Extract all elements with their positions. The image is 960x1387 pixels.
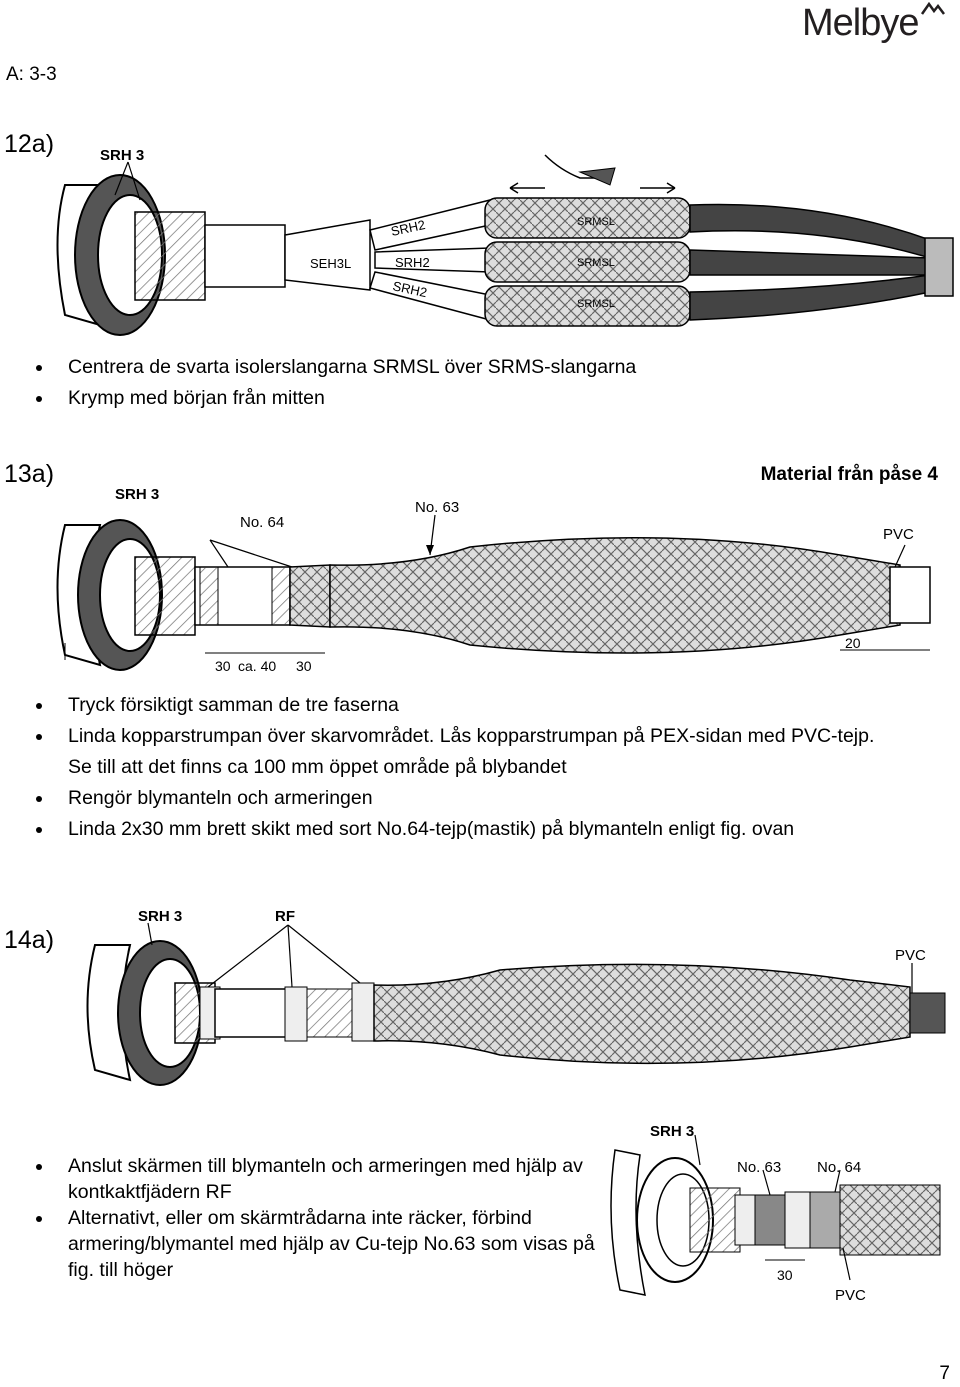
list-item: Tryck försiktigt samman de tre faserna — [0, 690, 900, 721]
bullet-icon — [36, 827, 42, 833]
figure-12a: SRH 3 SEH3L SRH2 SRH2 SRH2 SRMSL SRMSL S… — [56, 147, 954, 336]
logo-mark-icon — [920, 2, 945, 15]
label-srh2-bottom: SRH2 — [391, 278, 428, 300]
bullet-icon — [36, 796, 42, 802]
label-rf: RF — [275, 908, 295, 925]
label-no63: No. 63 — [415, 499, 459, 516]
label-pvc: PVC — [883, 526, 914, 543]
brand-name: Melbye — [802, 2, 919, 44]
list-item: Anslut skärmen till blymanteln och armer… — [0, 1153, 600, 1205]
label-srmsl-3: SRMSL — [577, 298, 615, 310]
dim-30: 30 — [777, 1267, 793, 1283]
list-item: Krymp med början från mitten — [0, 383, 940, 414]
label-pvc: PVC — [835, 1287, 866, 1304]
bullet-icon — [36, 365, 42, 371]
step-14a-label: 14a) — [4, 926, 55, 954]
list-item: Centrera de svarta isolerslangarna SRMSL… — [0, 352, 940, 383]
list-item: Linda 2x30 mm brett skikt med sort No.64… — [0, 814, 900, 845]
dim-30-left: 30 — [215, 658, 231, 674]
label-no64: No. 64 — [817, 1159, 861, 1176]
list-item: Linda kopparstrumpan över skarvområdet. … — [0, 721, 900, 783]
bullet-icon — [36, 1164, 42, 1170]
dim-ca40: ca. 40 — [238, 658, 276, 674]
label-no63: No. 63 — [737, 1159, 781, 1176]
label-srh3: SRH 3 — [100, 147, 144, 164]
label-seh3l: SEH3L — [310, 256, 351, 271]
page-number: 7 — [939, 1363, 950, 1384]
step-12a-bullets: Centrera de svarta isolerslangarna SRMSL… — [0, 352, 940, 414]
label-no64: No. 64 — [240, 514, 284, 531]
label-srh3: SRH 3 — [650, 1123, 694, 1140]
material-note: Material från påse 4 — [760, 464, 938, 485]
dim-20: 20 — [845, 635, 861, 651]
bullet-icon — [36, 1216, 42, 1222]
figure-14a: SRH 3 RF PVC — [86, 908, 946, 1086]
label-srh3: SRH 3 — [138, 908, 182, 925]
figure-13a: SRH 3 No. 64 No. 63 PVC 30 ca. 40 30 20 — [56, 486, 931, 674]
figure-14a-detail: SRH 3 No. 63 No. 64 30 PVC — [610, 1123, 941, 1304]
label-srh3: SRH 3 — [115, 486, 159, 503]
label-srh2-mid: SRH2 — [395, 255, 430, 270]
melbye-logo: Melbye — [802, 0, 952, 50]
step-13a-label: 13a) — [4, 460, 55, 488]
dim-30-right: 30 — [296, 658, 312, 674]
label-srmsl-2: SRMSL — [577, 257, 615, 269]
document-reference: A: 3-3 — [6, 64, 57, 85]
step-12a-label: 12a) — [4, 130, 55, 158]
label-srmsl-1: SRMSL — [577, 216, 615, 228]
bullet-icon — [36, 703, 42, 709]
step-13a-bullets: Tryck försiktigt samman de tre faserna L… — [0, 690, 900, 845]
list-item: Alternativt, eller om skärmtrådarna inte… — [0, 1205, 600, 1283]
step-14a-bullets: Anslut skärmen till blymanteln och armer… — [0, 1153, 600, 1283]
label-srh2-top: SRH2 — [390, 217, 427, 239]
label-pvc: PVC — [895, 947, 926, 964]
bullet-icon — [36, 396, 42, 402]
bullet-icon — [36, 734, 42, 740]
list-item: Rengör blymanteln och armeringen — [0, 783, 900, 814]
